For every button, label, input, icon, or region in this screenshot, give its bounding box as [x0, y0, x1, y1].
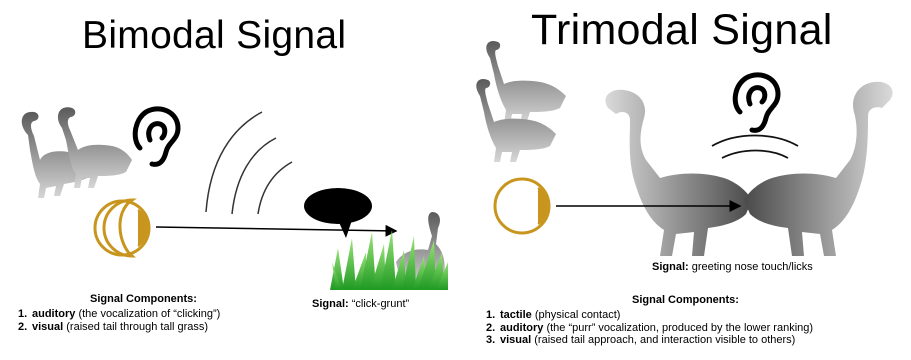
list-item: 1.tactile (physical contact): [486, 309, 813, 322]
ear-icon-bimodal: [135, 109, 178, 165]
bimodal-components-heading: Signal Components:: [90, 293, 197, 305]
bimodal-title: Bimodal Signal: [82, 14, 346, 58]
lemur-silhouette-trimodal-left: [605, 90, 752, 256]
list-item: 1.auditory (the vocalization of “clickin…: [18, 308, 220, 321]
trimodal-signal-label: Signal:: [652, 261, 689, 273]
sound-wave-icon-trimodal: [712, 136, 798, 159]
gaze-arrow-bimodal: [156, 227, 396, 231]
list-item: 2.auditory (the “purr” vocalization, pro…: [486, 322, 813, 335]
bimodal-signal-caption: Signal: “click-grunt”: [312, 298, 409, 310]
bimodal-signal-text: “click-grunt”: [349, 298, 410, 310]
trimodal-components-list: 1.tactile (physical contact) 2.auditory …: [486, 309, 813, 347]
list-item: 2.visual (raised tail through tall grass…: [18, 321, 220, 334]
grass-icon: [330, 230, 448, 290]
trimodal-signal-text: greeting nose touch/licks: [689, 261, 813, 273]
trimodal-signal-caption: Signal: greeting nose touch/licks: [652, 261, 813, 273]
bimodal-signal-label: Signal:: [312, 298, 349, 310]
list-item: 3.visual (raised tail approach, and inte…: [486, 334, 813, 347]
ear-icon-trimodal: [735, 75, 778, 131]
eye-icon-trimodal: [495, 179, 549, 233]
lemur-silhouette-trimodal-right: [744, 82, 893, 256]
eye-icon-bimodal: [95, 200, 149, 256]
trimodal-title: Trimodal Signal: [531, 6, 833, 55]
trimodal-components-heading: Signal Components:: [632, 294, 739, 306]
sound-wave-icon-bimodal: [206, 112, 292, 214]
bimodal-components-list: 1.auditory (the vocalization of “clickin…: [18, 308, 220, 333]
